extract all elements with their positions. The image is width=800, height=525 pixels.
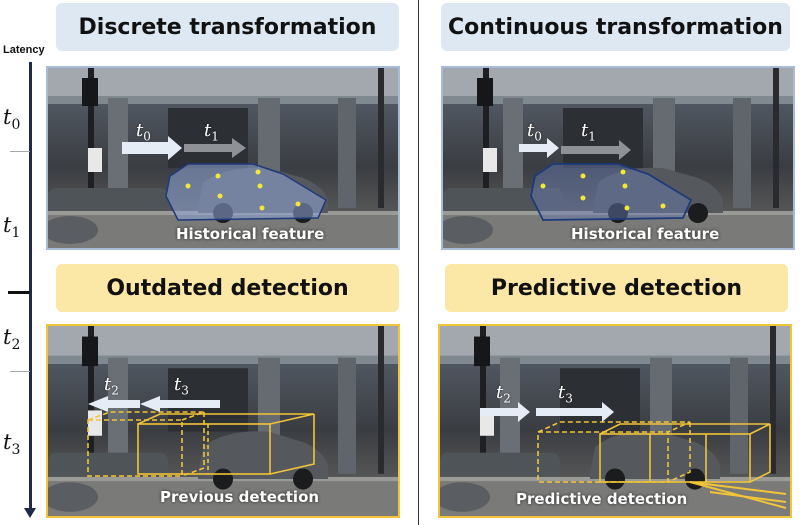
feature-point xyxy=(295,201,301,207)
feature-point xyxy=(624,205,630,211)
tick-minor xyxy=(10,151,30,152)
time-arrows xyxy=(519,138,631,160)
historical-feature-caption: Historical feature xyxy=(176,225,325,243)
left-bottom-scene-panel: t2 t3 Previous detection xyxy=(46,324,400,518)
feature-point xyxy=(540,183,546,189)
feature-point xyxy=(580,195,586,201)
arrow-label-t1: t1 xyxy=(581,120,596,144)
feature-overlay xyxy=(530,163,693,221)
feature-point xyxy=(215,173,221,179)
feature-point xyxy=(660,203,666,209)
box-current xyxy=(137,413,315,475)
latency-arrowhead xyxy=(24,508,36,518)
tick-label-t0: t0 xyxy=(3,105,21,134)
predictive-detection-caption: Predictive detection xyxy=(516,490,688,508)
box-current xyxy=(599,423,771,483)
arrow-label-t0: t0 xyxy=(527,120,542,144)
feature-point xyxy=(257,183,263,189)
box-current xyxy=(599,433,751,483)
latency-axis xyxy=(29,62,32,512)
arrow-label-t2: t2 xyxy=(104,374,119,398)
previous-detection-caption: Previous detection xyxy=(160,488,320,506)
arrow-label-t1: t1 xyxy=(204,120,219,144)
feature-point xyxy=(259,205,265,211)
feature-overlay xyxy=(165,163,327,221)
feature-point xyxy=(255,169,261,175)
tick-label-t1: t1 xyxy=(3,213,21,242)
continuous-transformation-title: Continuous transformation xyxy=(441,3,790,51)
box-predicted xyxy=(537,431,669,483)
tick-label-t3: t3 xyxy=(3,430,21,459)
feature-point xyxy=(217,193,223,199)
detection-boxes xyxy=(87,396,315,477)
left-top-scene-panel: t0 t1 Historical feature xyxy=(46,66,400,250)
arrow-label-t3: t3 xyxy=(558,382,573,406)
feature-point xyxy=(620,169,626,175)
latency-title: Latency xyxy=(3,44,45,56)
box-current xyxy=(137,423,271,475)
tick-minor xyxy=(10,371,30,372)
historical-feature-caption: Historical feature xyxy=(571,225,720,243)
feature-point xyxy=(580,173,586,179)
box-predicted xyxy=(537,421,691,483)
predictive-detection-title: Predictive detection xyxy=(445,264,788,312)
box-previous xyxy=(87,411,205,477)
right-bottom-scene-panel: t2 t3 Predictive detection xyxy=(438,324,792,518)
arrow-label-t0: t0 xyxy=(136,120,151,144)
feature-point xyxy=(622,183,628,189)
detection-boxes xyxy=(480,402,787,509)
arrow-label-t2: t2 xyxy=(496,382,511,406)
tick-label-t2: t2 xyxy=(3,325,21,354)
tick-major xyxy=(8,291,30,294)
outdated-detection-title: Outdated detection xyxy=(56,264,399,312)
arrow-label-t3: t3 xyxy=(174,374,189,398)
box-previous xyxy=(87,419,183,477)
discrete-transformation-title: Discrete transformation xyxy=(56,3,399,51)
time-arrows xyxy=(122,136,246,160)
feature-point xyxy=(185,183,191,189)
right-top-scene-panel: t0 t1 Historical feature xyxy=(441,66,795,250)
center-divider xyxy=(418,0,419,525)
